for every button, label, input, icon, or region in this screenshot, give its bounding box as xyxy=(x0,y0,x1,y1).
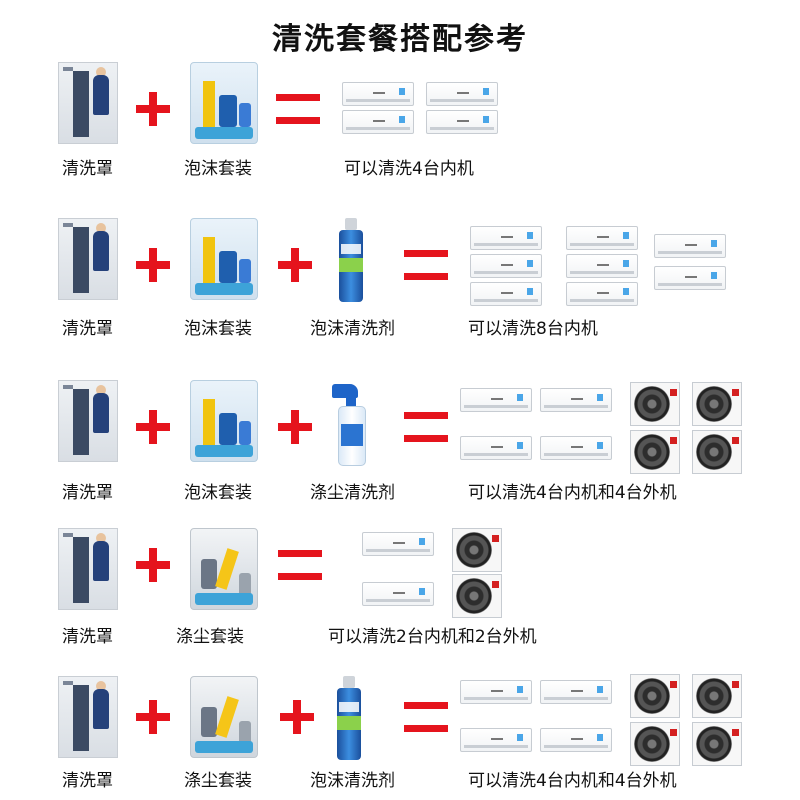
dust-cleaner-label: 涤尘清洗剂 xyxy=(310,483,395,503)
indoor-unit-icon xyxy=(470,282,542,306)
cleaning-cover-image xyxy=(58,62,118,144)
indoor-unit-icon xyxy=(460,388,532,412)
equals-icon xyxy=(404,248,448,282)
result-text-3: 可以清洗4台内机和4台外机 xyxy=(468,483,677,503)
dust-kit-image xyxy=(190,528,258,610)
outdoor-unit-icon xyxy=(692,430,742,474)
outdoor-unit-icon xyxy=(692,674,742,718)
foam-cleaner-label: 泡沫清洗剂 xyxy=(310,319,395,339)
plus-icon xyxy=(136,410,170,444)
indoor-unit-icon xyxy=(654,266,726,290)
indoor-unit-icon xyxy=(470,254,542,278)
equals-icon xyxy=(404,410,448,444)
indoor-unit-icon xyxy=(470,226,542,250)
outdoor-unit-icon xyxy=(630,382,680,426)
outdoor-unit-icon xyxy=(452,528,502,572)
foam-kit-label: 泡沫套装 xyxy=(184,159,252,179)
indoor-unit-icon xyxy=(566,226,638,250)
plus-icon xyxy=(136,548,170,582)
cleaning-cover-label: 清洗罩 xyxy=(62,159,113,179)
indoor-unit-icon xyxy=(460,436,532,460)
plus-icon xyxy=(278,248,312,282)
plus-icon xyxy=(136,700,170,734)
plus-icon xyxy=(278,410,312,444)
indoor-unit-icon xyxy=(566,254,638,278)
foam-kit-image xyxy=(190,62,258,144)
cleaning-cover-image xyxy=(58,218,118,300)
outdoor-unit-icon xyxy=(630,674,680,718)
outdoor-unit-icon xyxy=(630,722,680,766)
outdoor-unit-icon xyxy=(630,430,680,474)
page-title: 清洗套餐搭配参考 xyxy=(272,22,528,57)
indoor-unit-icon xyxy=(426,82,498,106)
indoor-unit-icon xyxy=(540,728,612,752)
cleaning-cover-label: 清洗罩 xyxy=(62,627,113,647)
cleaning-cover-image xyxy=(58,676,118,758)
indoor-unit-icon xyxy=(566,282,638,306)
outdoor-unit-icon xyxy=(692,382,742,426)
result-text-4: 可以清洗2台内机和2台外机 xyxy=(328,627,537,647)
foam-cleaner-can-image xyxy=(336,676,362,760)
equals-icon xyxy=(404,700,448,734)
outdoor-unit-icon xyxy=(692,722,742,766)
indoor-unit-icon xyxy=(460,728,532,752)
indoor-unit-icon xyxy=(426,110,498,134)
cleaning-cover-label: 清洗罩 xyxy=(62,319,113,339)
equals-icon xyxy=(276,92,320,126)
cleaning-cover-label: 清洗罩 xyxy=(62,483,113,503)
cleaning-cover-image xyxy=(58,528,118,610)
indoor-unit-icon xyxy=(362,582,434,606)
plus-icon xyxy=(136,92,170,126)
indoor-unit-icon xyxy=(540,436,612,460)
indoor-unit-icon xyxy=(540,680,612,704)
indoor-unit-icon xyxy=(654,234,726,258)
indoor-unit-icon xyxy=(362,532,434,556)
cleaning-cover-image xyxy=(58,380,118,462)
plus-icon xyxy=(280,700,314,734)
dust-kit-label: 涤尘套装 xyxy=(184,771,252,791)
result-text-2: 可以清洗8台内机 xyxy=(468,319,598,339)
foam-cleaner-can-image xyxy=(338,218,364,302)
indoor-unit-icon xyxy=(540,388,612,412)
dust-cleaner-spray-image xyxy=(330,380,374,466)
plus-icon xyxy=(136,248,170,282)
result-text-1: 可以清洗4台内机 xyxy=(344,159,474,179)
cleaning-cover-label: 清洗罩 xyxy=(62,771,113,791)
indoor-unit-icon xyxy=(342,110,414,134)
indoor-unit-icon xyxy=(342,82,414,106)
dust-kit-label: 涤尘套装 xyxy=(176,627,244,647)
foam-cleaner-label: 泡沫清洗剂 xyxy=(310,771,395,791)
outdoor-unit-icon xyxy=(452,574,502,618)
foam-kit-image xyxy=(190,380,258,462)
equals-icon xyxy=(278,548,322,582)
foam-kit-label: 泡沫套装 xyxy=(184,319,252,339)
foam-kit-label: 泡沫套装 xyxy=(184,483,252,503)
result-text-5: 可以清洗4台内机和4台外机 xyxy=(468,771,677,791)
foam-kit-image xyxy=(190,218,258,300)
dust-kit-image xyxy=(190,676,258,758)
indoor-unit-icon xyxy=(460,680,532,704)
